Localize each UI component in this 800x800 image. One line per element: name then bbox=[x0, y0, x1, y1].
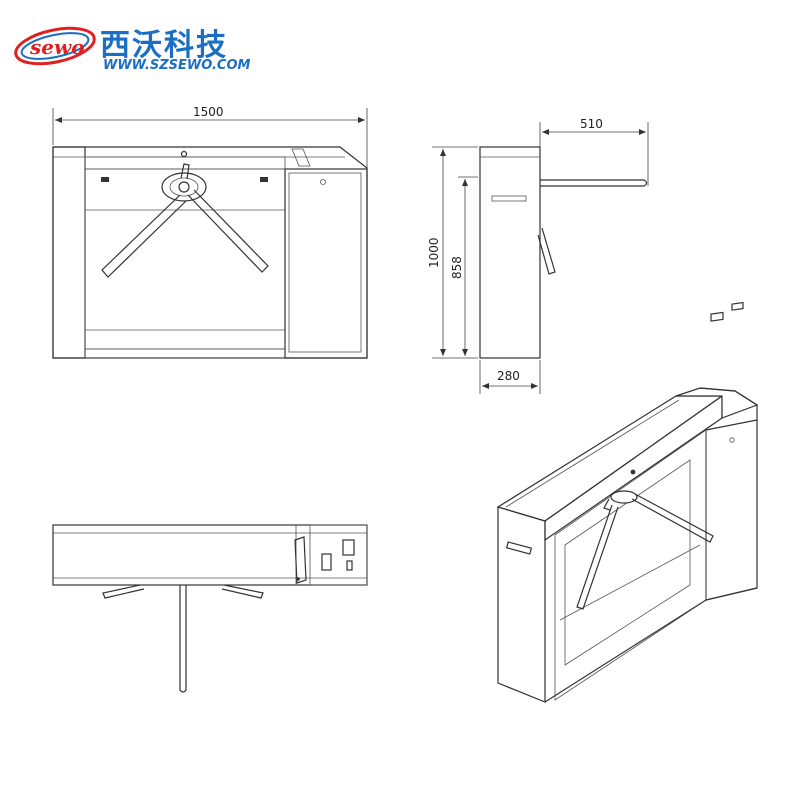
brand-logo: sewo bbox=[14, 26, 96, 66]
dim-side-base-width: 280 bbox=[497, 369, 520, 383]
front-view: 1500 bbox=[52, 105, 368, 359]
side-view: 510 1000 858 280 bbox=[427, 117, 649, 394]
brand-name: 西沃科技 bbox=[100, 28, 228, 63]
dim-front-width: 1500 bbox=[193, 105, 224, 119]
brand-url: WWW.SZSEWO.COM bbox=[103, 58, 251, 73]
dim-side-depth: 510 bbox=[580, 117, 603, 131]
dim-side-height-body: 858 bbox=[450, 256, 464, 279]
logo-text: sewo bbox=[29, 35, 85, 59]
dim-side-height-total: 1000 bbox=[427, 237, 441, 268]
isometric-view bbox=[496, 301, 759, 703]
top-view bbox=[52, 524, 368, 693]
